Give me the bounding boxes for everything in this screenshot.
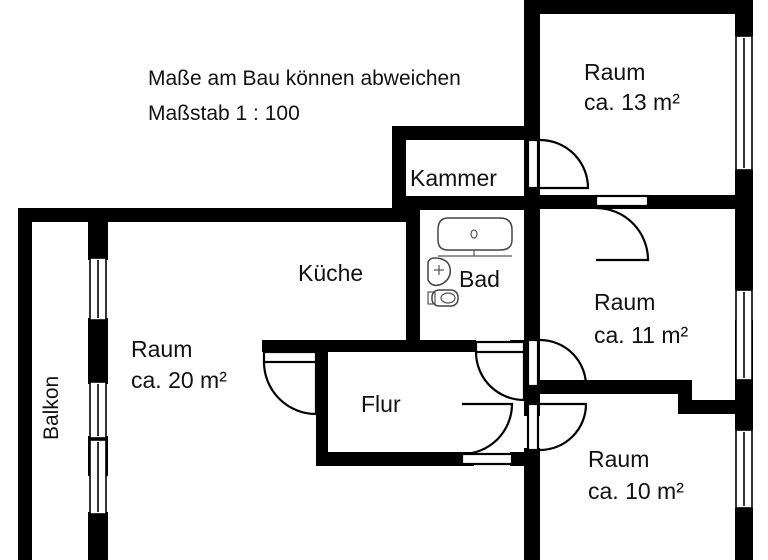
wall-lower-divider [524, 466, 540, 560]
door-kammer [526, 138, 590, 190]
note-line-2: Maßstab 1 : 100 [148, 102, 300, 125]
room-label-raum-20-name: Raum [131, 336, 192, 362]
room-label-raum-11-area: ca. 11 m² [594, 322, 688, 348]
windows [89, 35, 753, 515]
wall-balcony-outer [18, 208, 32, 560]
wall-kueche-right [406, 210, 420, 340]
wall-11-bottom [524, 380, 692, 394]
door-raum-20 [262, 350, 318, 416]
room-label-balkon: Balkon [40, 376, 63, 440]
wall-flur-left [316, 352, 328, 464]
room-label-kammer: Kammer [410, 165, 497, 191]
doors [262, 138, 650, 466]
wall-flur-bottom-left [316, 452, 460, 466]
wall-10-top [678, 400, 752, 414]
door-flur-to-10 [526, 402, 588, 452]
room-label-raum-10-name: Raum [588, 446, 649, 472]
wall-kammer-bottom [392, 196, 540, 210]
wall-top-right [524, 0, 749, 14]
bathroom-fixtures [427, 217, 513, 307]
wall-kammer-top [392, 126, 540, 140]
window-right-2 [735, 289, 753, 381]
window-right-1 [735, 35, 753, 171]
wall-flur-top-left [262, 340, 420, 352]
window-balcony-2 [89, 381, 107, 439]
wall-bad-right [524, 210, 540, 340]
wall-balcony-div-1 [88, 208, 108, 260]
room-label-raum-11-name: Raum [594, 289, 655, 315]
plan-labels: Maße am Bau können abweichen Maßstab 1 :… [40, 59, 688, 504]
door-flur-bottom [460, 402, 514, 466]
note-line-1: Maße am Bau können abweichen [148, 67, 461, 90]
wall-right-seg-2 [735, 170, 753, 290]
toilet-fixture [427, 289, 459, 307]
door-flur-to-11 [526, 338, 588, 388]
door-raum-11 [594, 194, 650, 262]
room-label-flur: Flur [361, 391, 401, 417]
room-label-raum-20-area: ca. 20 m² [131, 367, 227, 393]
wall-right-seg-4 [735, 508, 753, 560]
wall-main-top-left [18, 208, 406, 222]
sink-fixture [427, 257, 452, 287]
bathtub-fixture [437, 217, 513, 257]
wall-flur-bottom-right [510, 452, 540, 466]
room-label-bad: Bad [459, 266, 500, 292]
wall-balcony-div-4 [88, 512, 108, 560]
window-balcony-1 [89, 257, 107, 321]
room-label-raum-13-area: ca. 13 m² [584, 89, 680, 115]
door-bad [474, 340, 526, 402]
wall-right-upper [735, 0, 753, 36]
wall-13-left-upper [524, 0, 540, 140]
window-balcony-3 [89, 439, 107, 515]
room-label-kueche: Küche [298, 260, 363, 286]
room-label-raum-10-area: ca. 10 m² [588, 478, 684, 504]
wall-flur-top-mid [420, 340, 476, 352]
room-label-raum-13-name: Raum [584, 59, 645, 85]
window-right-3 [735, 429, 753, 509]
wall-balcony-div-2 [88, 318, 108, 384]
